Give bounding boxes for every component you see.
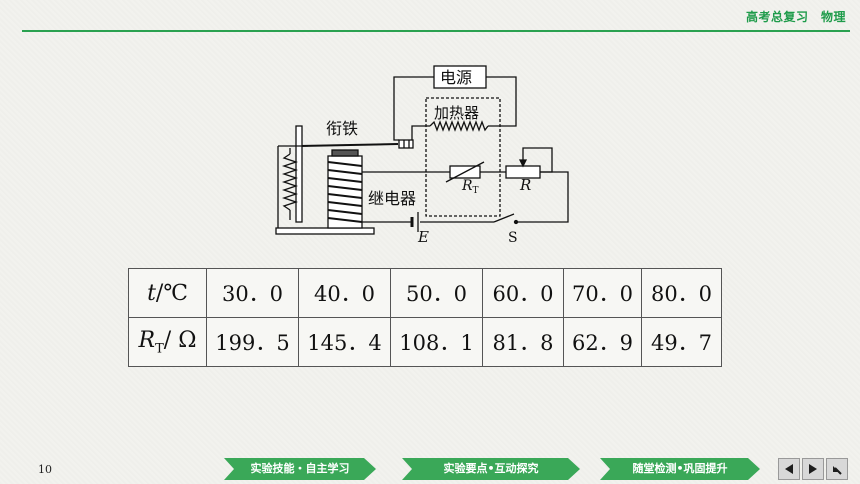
table-cell: 49．7 — [641, 317, 722, 367]
temperature-resistance-table: t/℃ 30．0 40．0 50．0 60．0 70．0 80．0 RT/ Ω … — [128, 268, 722, 367]
rheostat-label: R — [519, 176, 531, 194]
table-cell: 199．5 — [206, 317, 299, 367]
header-divider — [22, 30, 850, 32]
temperature-header: t/℃ — [128, 268, 207, 318]
table-cell: 50．0 — [390, 268, 483, 318]
armature-bar — [299, 143, 399, 147]
resistance-header: RT/ Ω — [128, 317, 207, 367]
table-cell: 70．0 — [563, 268, 642, 318]
nav-key-points-button[interactable]: 实验要点•互动探究 — [402, 458, 580, 480]
table-cell: 145．4 — [298, 317, 391, 367]
table-cell: 80．0 — [641, 268, 722, 318]
table-cell: 62．9 — [563, 317, 642, 367]
table-cell: 81．8 — [482, 317, 564, 367]
next-page-button[interactable] — [802, 458, 824, 480]
table-cell: 108．1 — [390, 317, 483, 367]
brand-title: 高考总复习 物理 — [745, 10, 846, 24]
heater-dashed-box — [425, 97, 501, 217]
heater-coil — [429, 120, 489, 132]
circuit-diagram: 电源 加热器 衔铁 继电器 RT R E S — [275, 65, 569, 246]
arrow-right-icon — [809, 464, 817, 474]
table-row-resistance: RT/ Ω 199．5 145．4 108．1 81．8 62．9 49．7 — [128, 317, 722, 367]
battery-label: E — [417, 228, 429, 246]
switch-s — [493, 213, 515, 223]
heater-label: 加热器 — [434, 104, 479, 122]
thermistor-label: RT — [461, 178, 479, 196]
arrow-left-icon — [785, 464, 793, 474]
relay-base — [275, 227, 375, 235]
return-button[interactable] — [826, 458, 848, 480]
return-arrow-icon — [833, 466, 842, 475]
nav-skills-button[interactable]: 实验技能・自主学习 — [224, 458, 376, 480]
switch-label: S — [508, 230, 518, 246]
table-row-temperature: t/℃ 30．0 40．0 50．0 60．0 70．0 80．0 — [128, 268, 722, 318]
relay-contact — [398, 139, 414, 149]
table-cell: 60．0 — [482, 268, 564, 318]
relay-spring — [281, 153, 299, 211]
relay-label: 继电器 — [368, 189, 416, 208]
electromagnet-coil — [327, 161, 363, 223]
nav-practice-button[interactable]: 随堂检测•巩固提升 — [600, 458, 760, 480]
page-number: 10 — [38, 463, 52, 476]
power-label: 电源 — [440, 68, 472, 87]
table-cell: 40．0 — [298, 268, 391, 318]
prev-page-button[interactable] — [778, 458, 800, 480]
table-cell: 30．0 — [206, 268, 299, 318]
armature-label: 衔铁 — [326, 119, 358, 138]
